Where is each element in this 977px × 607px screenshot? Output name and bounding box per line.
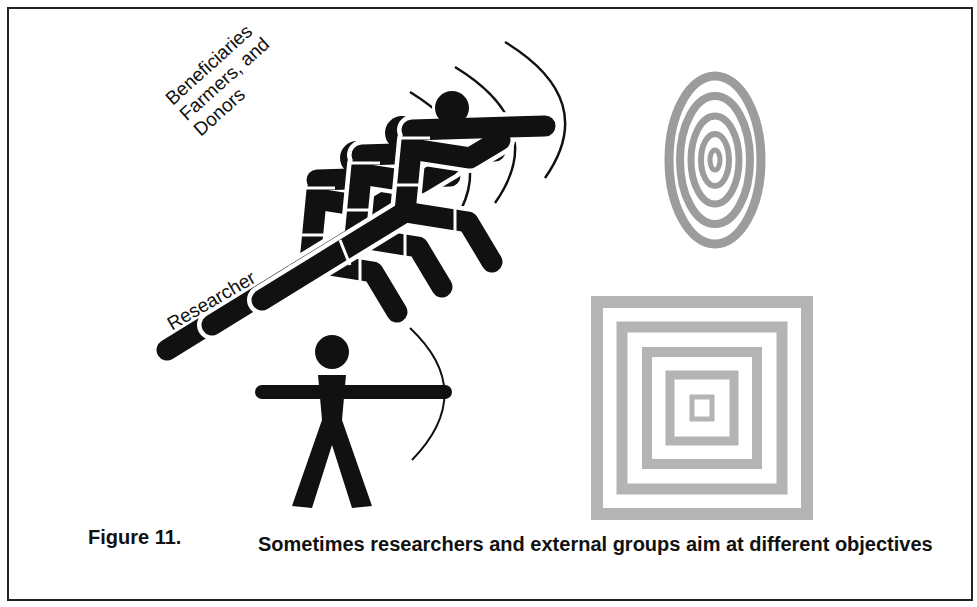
- figure-caption: Sometimes researchers and external group…: [258, 525, 958, 563]
- figure-frame: [8, 8, 972, 600]
- square-target: [597, 302, 807, 514]
- oval-target: [669, 76, 761, 244]
- figure-number: Figure 11.: [88, 525, 238, 549]
- researcher-figure: [262, 328, 445, 508]
